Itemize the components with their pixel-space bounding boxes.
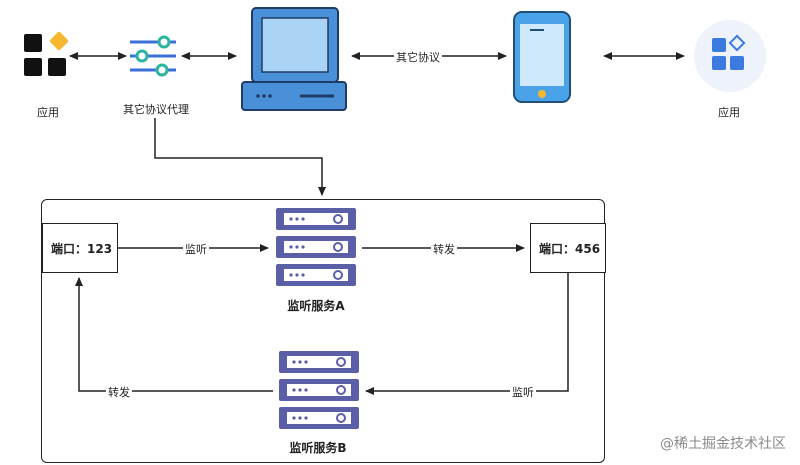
port-456-label: 端口：456 bbox=[539, 241, 601, 256]
monitor-container bbox=[41, 199, 605, 463]
watermark-text: @稀土掘金技术社区 bbox=[660, 436, 786, 452]
forward-top-label: 转发 bbox=[431, 241, 457, 257]
server-a-icon bbox=[276, 208, 356, 286]
sliders-icon bbox=[130, 35, 176, 77]
edge-proxy-monitor bbox=[154, 118, 326, 196]
port-123-label: 端口：123 bbox=[51, 241, 113, 256]
app-left-label: 应用 bbox=[37, 106, 59, 119]
forward-bottom-label: 转发 bbox=[106, 384, 132, 400]
app-grid-icon bbox=[24, 31, 69, 76]
service-b-label: 监听服务B bbox=[289, 441, 347, 455]
phone-icon bbox=[513, 11, 571, 103]
link-label: 其它协议 bbox=[394, 49, 442, 65]
computer-icon bbox=[241, 7, 347, 111]
port-123-box: 端口：123 bbox=[42, 223, 118, 273]
edge-serviceb-port123 bbox=[75, 277, 273, 392]
proxy-label: 其它协议代理 bbox=[123, 103, 189, 116]
app-right-label: 应用 bbox=[718, 106, 740, 119]
listen-bottom-label: 监听 bbox=[510, 384, 536, 400]
service-a-label: 监听服务A bbox=[287, 299, 345, 313]
listen-top-label: 监听 bbox=[183, 241, 209, 257]
server-b-icon bbox=[279, 351, 359, 429]
edge-port456-serviceb bbox=[365, 273, 569, 395]
app-blocks-icon bbox=[694, 20, 766, 92]
port-456-box: 端口：456 bbox=[530, 223, 606, 273]
